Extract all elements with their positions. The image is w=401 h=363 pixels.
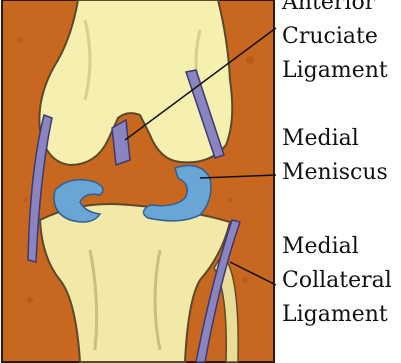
mcl-label-line-3: Ligament: [282, 302, 392, 328]
acl-label: Anterior Cruciate Ligament: [282, 0, 388, 84]
meniscus-label: Medial Meniscus: [282, 126, 388, 186]
acl-label-line-1: Anterior: [282, 0, 388, 16]
meniscus-label-line-1: Medial: [282, 126, 388, 152]
meniscus-label-line-2: Meniscus: [282, 160, 388, 186]
mcl-label-line-2: Collateral: [282, 268, 392, 294]
mcl-label: Medial Collateral Ligament: [282, 234, 392, 328]
acl-label-line-3: Ligament: [282, 58, 388, 84]
anterior-cruciate-ligament-shape: [112, 120, 130, 165]
acl-label-line-2: Cruciate: [282, 24, 388, 50]
mcl-label-line-1: Medial: [282, 234, 392, 260]
